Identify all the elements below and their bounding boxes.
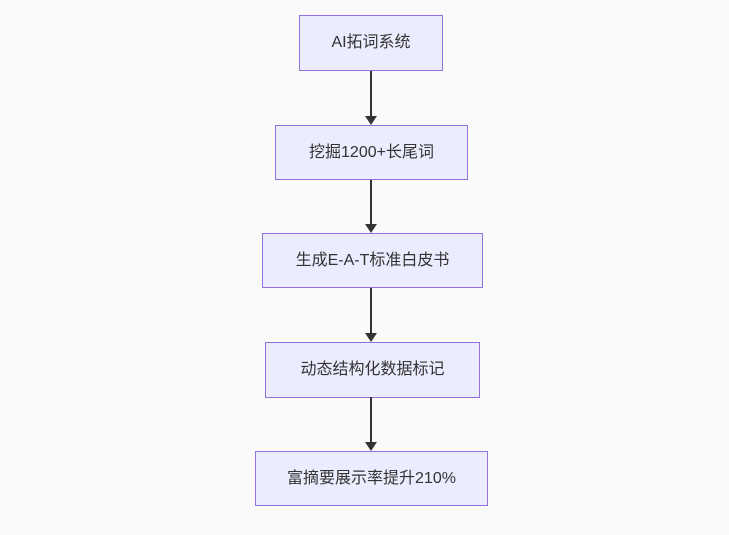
- flowchart-node-longtail-keywords: 挖掘1200+长尾词: [275, 125, 468, 180]
- node-label: AI拓词系统: [331, 34, 411, 52]
- flowchart-node-eat-whitepaper: 生成E-A-T标准白皮书: [262, 233, 483, 288]
- flowchart-arrow-2: [365, 180, 377, 233]
- node-label: 挖掘1200+长尾词: [309, 143, 434, 161]
- flowchart-arrow-4: [365, 397, 377, 451]
- flowchart-arrow-1: [365, 71, 377, 125]
- node-label: 富摘要展示率提升210%: [287, 469, 456, 487]
- node-label: 生成E-A-T标准白皮书: [295, 251, 450, 269]
- flowchart-node-ai-system: AI拓词系统: [299, 15, 443, 71]
- flowchart-node-structured-data: 动态结构化数据标记: [265, 342, 480, 398]
- flowchart-node-rich-snippet-result: 富摘要展示率提升210%: [255, 451, 488, 506]
- node-label: 动态结构化数据标记: [300, 361, 445, 379]
- flowchart-arrow-3: [365, 288, 377, 342]
